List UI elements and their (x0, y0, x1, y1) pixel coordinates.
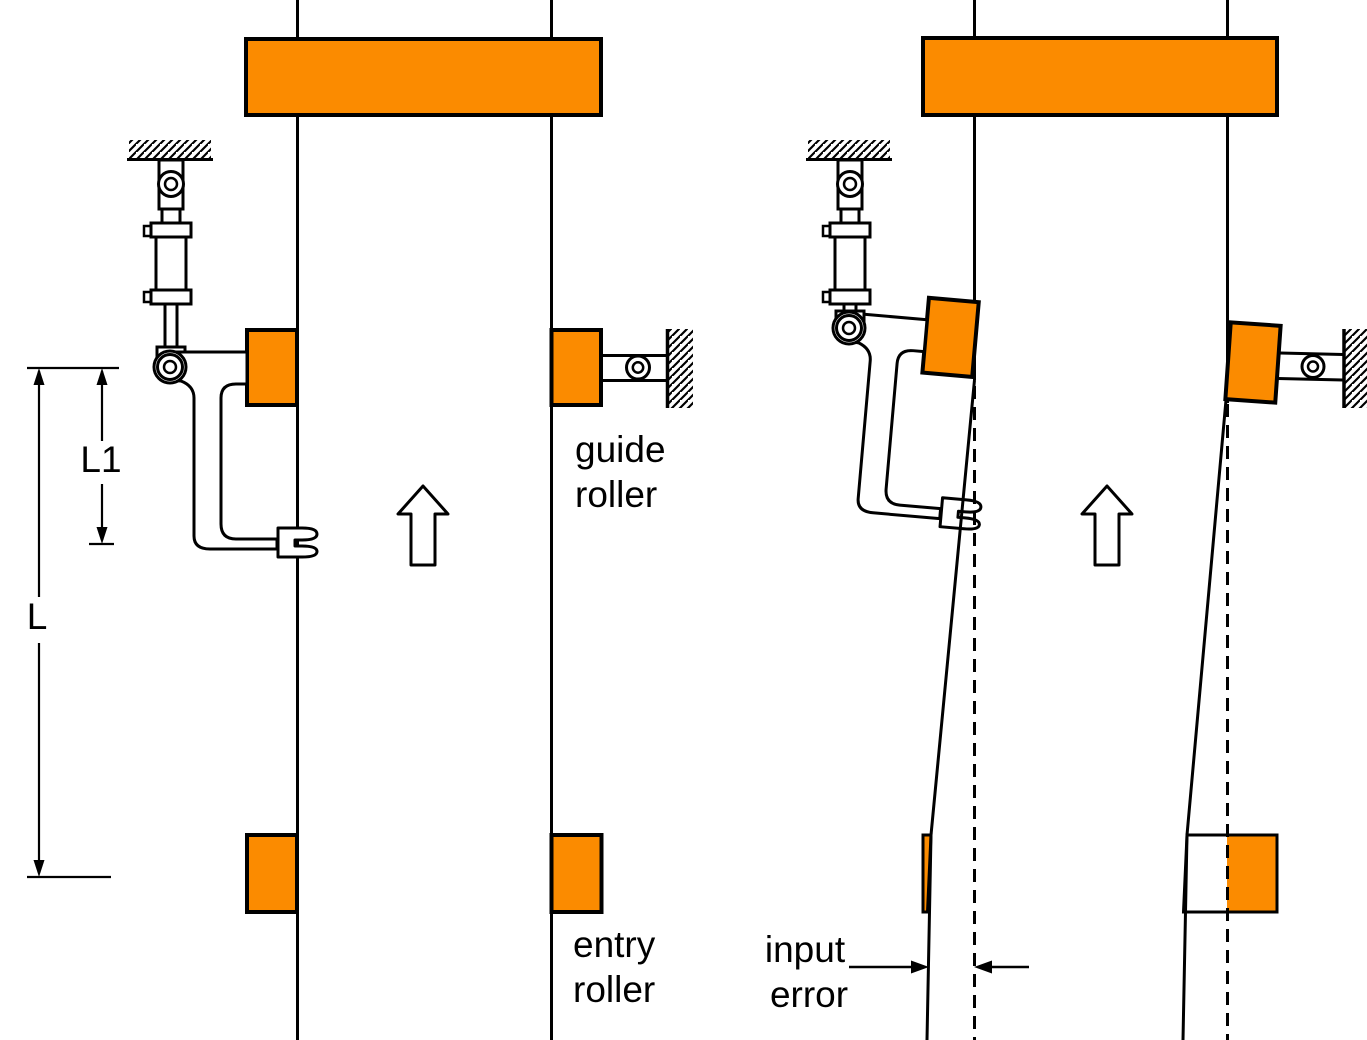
web-direction-up-arrow-icon (1080, 484, 1134, 567)
entry-roller-label-line1: entry (573, 924, 656, 965)
entry-roller-block-right (549, 833, 604, 914)
top-roller (921, 36, 1279, 117)
wall-mount-hatch (1343, 329, 1367, 408)
sensor-assembly-left (166, 328, 319, 559)
web-edge-left-with-error (925, 379, 976, 1040)
entry-roller-sliver-left (921, 833, 933, 914)
panel-aligned-web: L1 L guide roller entry roller (27, 0, 693, 1040)
input-error-label-line2: error (770, 974, 848, 1015)
entry-roller-label-line2: roller (573, 969, 655, 1010)
panel-input-error: input error (765, 0, 1367, 1040)
dim-l1-arrow-up-icon (96, 368, 108, 385)
dim-l1-arrow-down-icon (96, 527, 108, 544)
entry-roller-block-left (245, 833, 299, 914)
top-roller (244, 37, 603, 117)
dim-l-arrow-up-icon (33, 368, 45, 385)
dim-l-arrow-down-icon (33, 860, 45, 877)
guide-roller-label-line2: roller (575, 474, 657, 515)
entry-roller-block-right (1227, 836, 1276, 911)
bracket-arm-top (1279, 351, 1344, 356)
input-error-label-line1: input (765, 929, 846, 970)
actuator-cylinder (804, 138, 894, 306)
web-direction-up-arrow-icon (396, 484, 450, 567)
guide-roller-block-right (1223, 320, 1283, 405)
dimension-lines: L1 L (27, 366, 122, 879)
web-edge-right-with-error (1181, 399, 1228, 1040)
input-error-callout: input error (765, 929, 1029, 1015)
wall-mount-hatch (667, 329, 693, 408)
guide-roller-block-right (549, 328, 603, 407)
bracket-bearing-inner (1306, 360, 1320, 373)
pivot-eye-inner (162, 359, 178, 375)
input-error-arrow-right-icon (911, 960, 929, 974)
dim-l1-label: L1 (80, 439, 121, 480)
actuator-cylinder (125, 138, 215, 306)
piston-rod (163, 302, 179, 350)
pivot-eye-inner (841, 320, 857, 336)
bracket-bearing-inner (631, 361, 645, 374)
bracket-arm-bottom (1277, 377, 1344, 382)
dim-l-label: L (27, 596, 48, 637)
input-error-arrow-left-icon (974, 960, 992, 974)
guide-roller-label-line1: guide (575, 429, 666, 470)
